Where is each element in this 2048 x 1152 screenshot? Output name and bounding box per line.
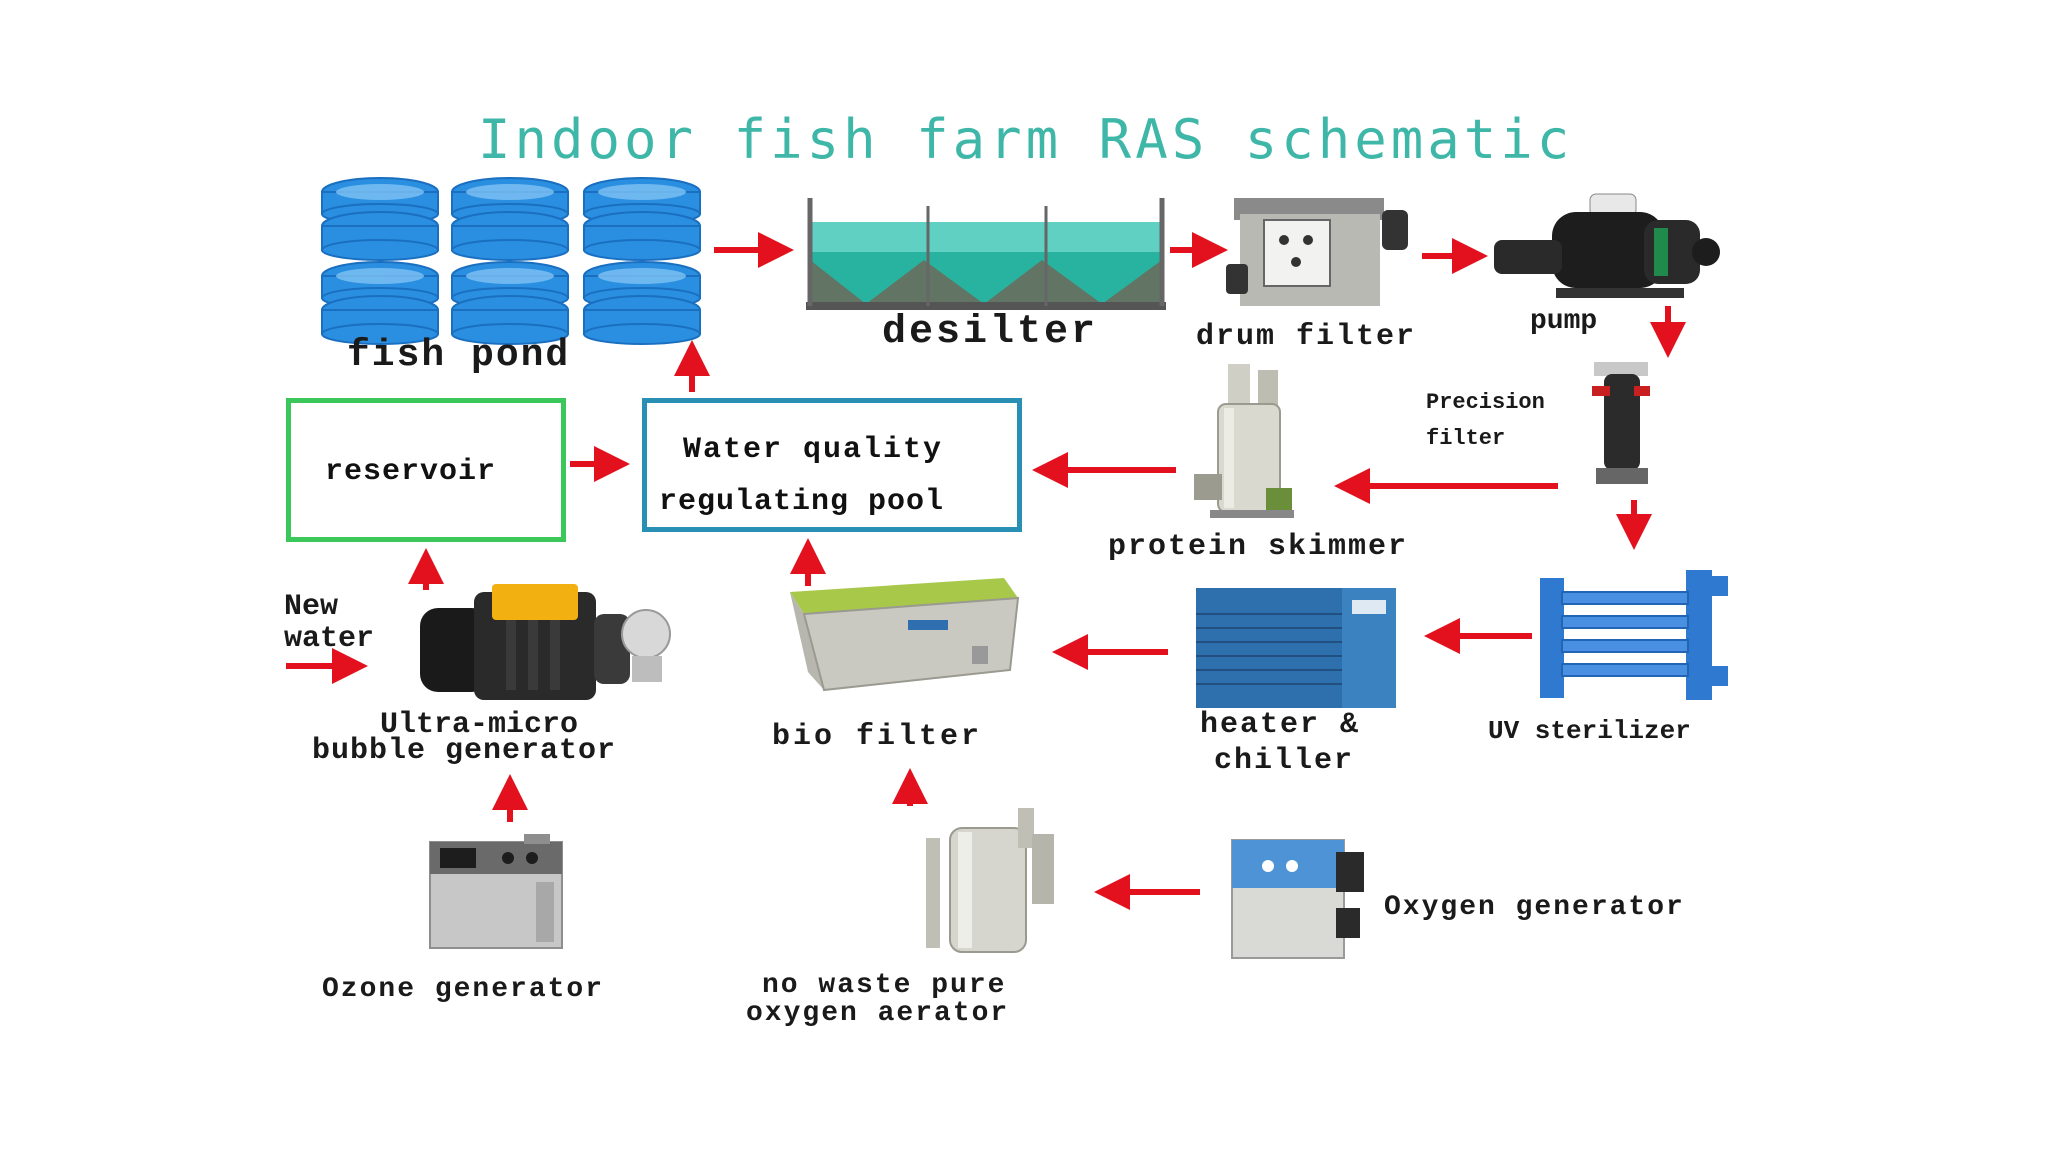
fish-tank-icon <box>321 177 701 345</box>
ozone-generator-label: Ozone generator <box>322 974 605 1005</box>
heater-chiller-label-2: chiller <box>1214 744 1355 778</box>
bubble-generator-icon <box>420 584 671 700</box>
desilter-label: desilter <box>882 310 1099 355</box>
new-water-label-1: New <box>284 590 339 624</box>
drum-filter-icon <box>1226 198 1408 306</box>
aerator-icon <box>926 808 1054 953</box>
pump-label: pump <box>1530 306 1598 337</box>
desilter-tank-icon <box>806 198 1166 310</box>
water-quality-label-1: Water quality <box>683 433 944 467</box>
drum-filter-label: drum filter <box>1196 320 1417 354</box>
bubble-generator-label-2: bubble generator <box>312 734 617 768</box>
fish-pond-label: fish pond <box>347 334 571 377</box>
aerator-label-2: oxygen aerator <box>746 998 1010 1029</box>
aerator-label-1: no waste pure <box>762 970 1007 1001</box>
heater-chiller-label-1: heater & <box>1200 708 1361 742</box>
reservoir-label: reservoir <box>325 455 497 489</box>
bio-filter-icon <box>790 578 1020 692</box>
chiller-icon <box>1196 588 1396 708</box>
bio-filter-label: bio filter <box>772 720 983 754</box>
bubble-generator-label-1: Ultra-micro <box>380 708 579 742</box>
water-quality-label-2: regulating pool <box>659 485 945 519</box>
ozone-generator-icon <box>429 834 563 949</box>
oxygen-generator-icon <box>1231 839 1364 959</box>
protein-skimmer-icon <box>1194 364 1294 518</box>
diagram-title: Indoor fish farm RAS schematic <box>478 108 1574 171</box>
uv-sterilizer-label: UV sterilizer <box>1488 716 1691 746</box>
precision-filter-icon <box>1592 362 1650 484</box>
precision-filter-label-1: Precision <box>1426 390 1545 415</box>
protein-skimmer-label: protein skimmer <box>1108 530 1409 564</box>
oxygen-generator-label: Oxygen generator <box>1384 892 1685 923</box>
water-quality-pool-box: Water quality regulating pool <box>642 398 1022 532</box>
pump-icon <box>1494 193 1720 298</box>
precision-filter-label-2: filter <box>1426 426 1506 451</box>
uv-sterilizer-icon <box>1540 570 1728 700</box>
reservoir-box: reservoir <box>286 398 566 542</box>
